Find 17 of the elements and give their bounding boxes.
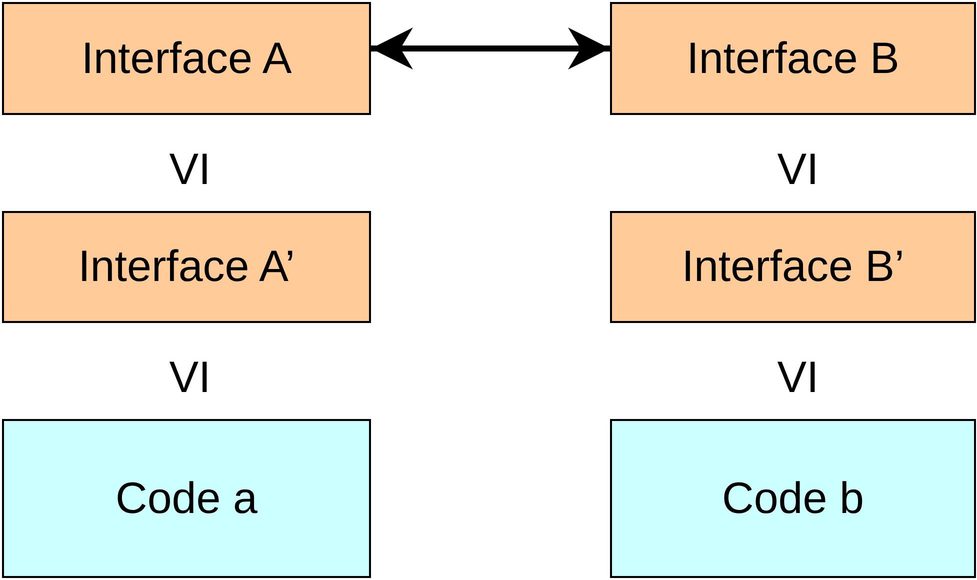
process-box	[2, 211, 371, 323]
process-box	[610, 211, 976, 323]
relation-symbol: VI	[169, 353, 211, 403]
process-box	[610, 2, 976, 115]
box-label: Code a	[116, 474, 258, 524]
box-label: Interface B	[686, 34, 900, 84]
process-box	[610, 419, 976, 578]
double-arrow	[371, 28, 610, 70]
box-label: Interface B’	[682, 242, 904, 292]
process-box	[2, 2, 371, 115]
relation-symbol: VI	[169, 145, 211, 195]
relation-symbol: VI	[777, 145, 819, 195]
process-box	[2, 419, 371, 578]
box-label: Code b	[722, 474, 864, 524]
box-label: Interface A’	[78, 242, 295, 292]
box-label: Interface A	[81, 34, 292, 84]
relation-symbol: VI	[777, 353, 819, 403]
